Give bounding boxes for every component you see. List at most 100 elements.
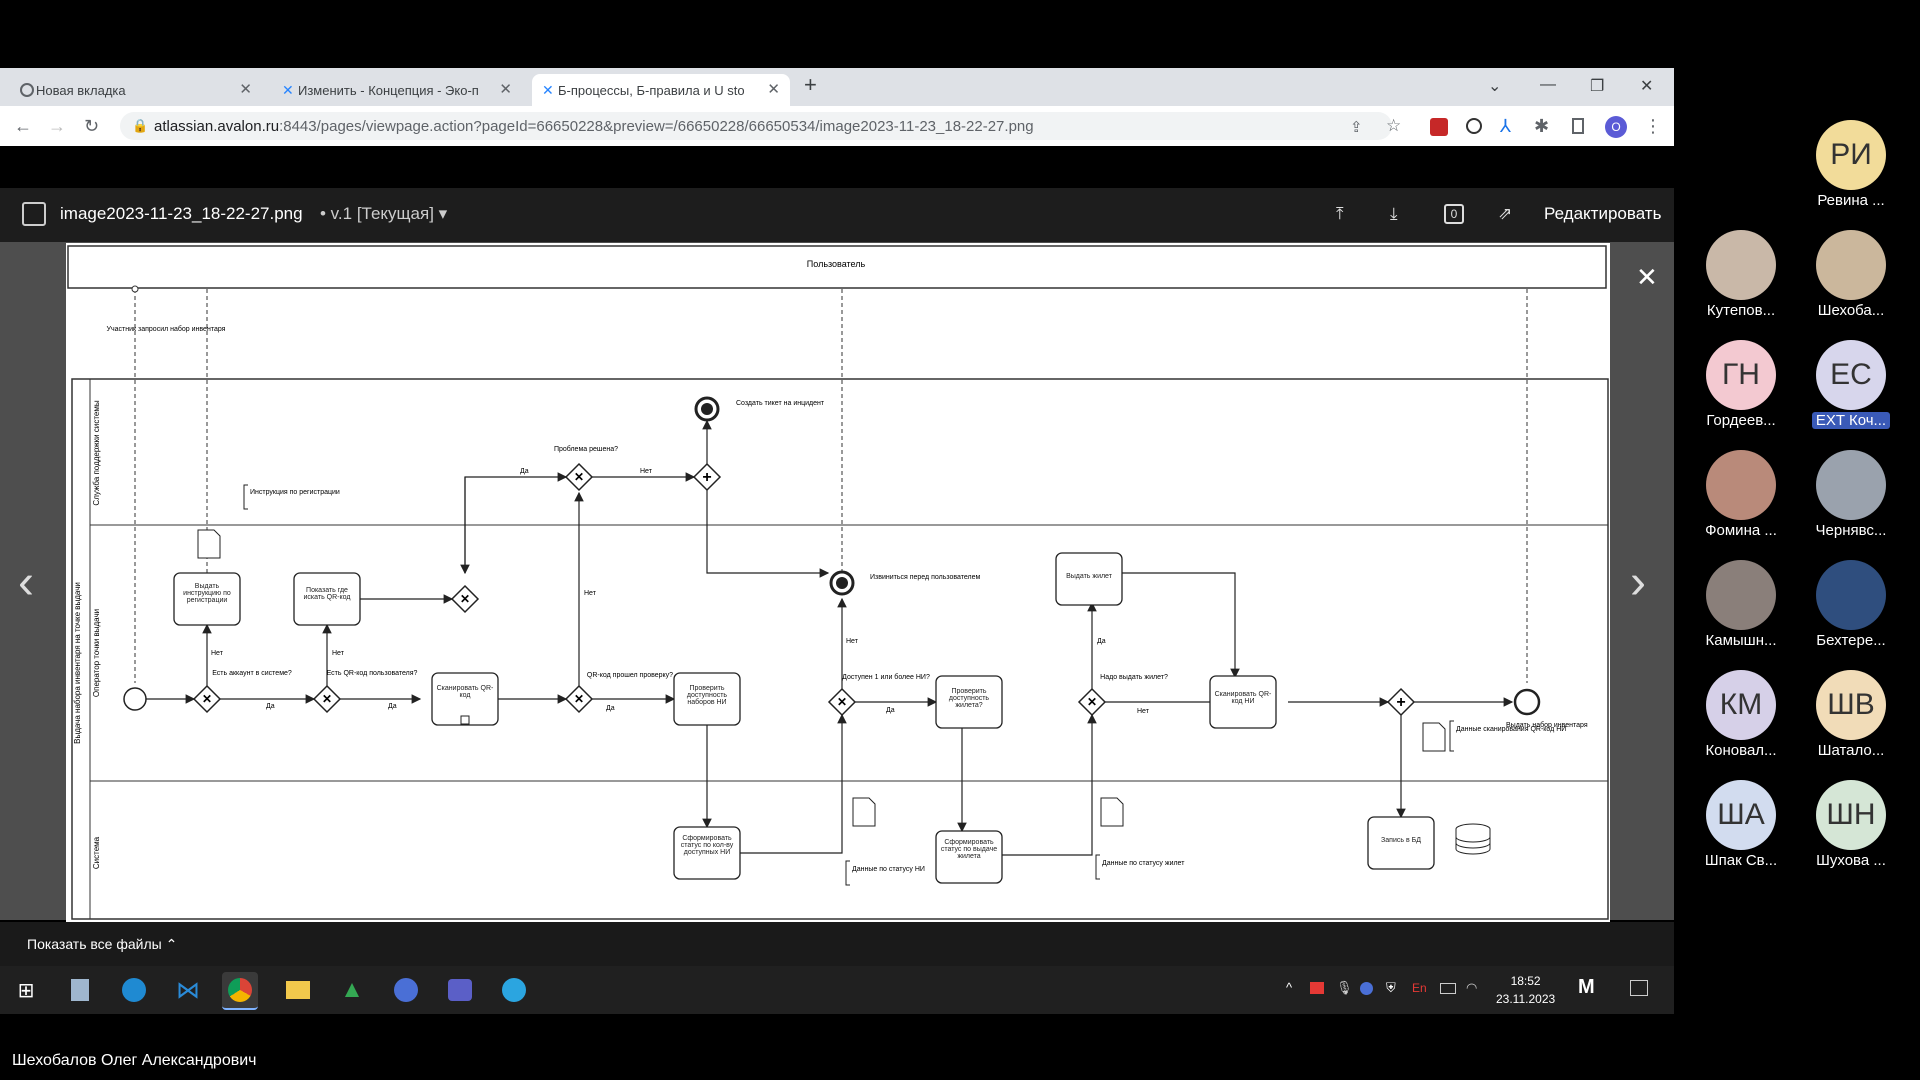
chrome-icon <box>20 83 34 97</box>
pool-user <box>67 245 1607 289</box>
extension-icon-3[interactable]: ⅄ <box>1500 116 1511 136</box>
tray-app-icon[interactable] <box>1310 982 1324 994</box>
app-icon[interactable] <box>388 972 424 1008</box>
reload-icon[interactable]: ↻ <box>84 116 100 136</box>
bpmn-diagram: Пользователь Выдача набора инвентаря на … <box>67 245 1609 920</box>
annotation-bracket <box>845 860 850 886</box>
telegram-icon[interactable] <box>496 972 532 1008</box>
lock-icon[interactable]: 🔒 <box>132 118 149 133</box>
close-viewer-icon[interactable]: ✕ <box>1636 262 1658 292</box>
extensions-puzzle-icon[interactable]: ✱ <box>1534 116 1550 136</box>
participant-tile[interactable]: Камышн... <box>1686 560 1796 649</box>
close-tab-icon[interactable]: ✕ <box>767 81 780 98</box>
close-tab-icon[interactable]: ✕ <box>239 81 252 98</box>
vscode-icon[interactable]: ⋈ <box>176 976 200 1004</box>
participant-name: Кутепов... <box>1706 302 1776 319</box>
extension-icon-2[interactable] <box>1466 118 1482 134</box>
participant-tile[interactable]: РИ Ревина ... <box>1796 120 1906 209</box>
upload-icon[interactable]: ⤒ <box>1336 204 1344 223</box>
participant-tile[interactable]: ШН Шухова ... <box>1796 780 1906 869</box>
participant-tile[interactable]: Бехтере... <box>1796 560 1906 649</box>
notepad-icon[interactable] <box>62 972 98 1008</box>
download-icon[interactable]: ⤓ <box>1390 204 1398 223</box>
windows-start-icon[interactable]: ⊞ <box>17 979 35 1002</box>
share-icon[interactable]: ⇪ <box>1350 119 1363 136</box>
extension-icon[interactable] <box>1430 118 1448 136</box>
next-image-arrow[interactable]: › <box>1630 556 1646 609</box>
avatar <box>1706 450 1776 520</box>
participant-tile[interactable]: Шехоба... <box>1796 230 1906 319</box>
restore-button[interactable]: ❐ <box>1590 78 1605 95</box>
svg-text:Проблема решена?: Проблема решена? <box>554 445 618 453</box>
battery-icon[interactable] <box>1440 983 1456 994</box>
participant-tile[interactable]: Чернявс... <box>1796 450 1906 539</box>
lane-operator-label: Оператор точки выдачи <box>92 609 101 697</box>
tab-edit-concept[interactable]: ✕ Изменить - Концепция - Эко-п ✕ <box>272 74 522 106</box>
event-ticket-label: Создать тикет на инцидент <box>736 400 825 407</box>
close-tab-icon[interactable]: ✕ <box>499 81 512 98</box>
previous-image-arrow[interactable]: ‹ <box>18 556 34 609</box>
share-file-icon[interactable]: ⇗ <box>1498 204 1513 223</box>
viewer-header <box>0 188 1674 242</box>
participant-tile[interactable]: ШВ Шатало... <box>1796 670 1906 759</box>
event-apologize-label: Извиниться перед пользователем <box>870 574 981 581</box>
confluence-icon: ✕ <box>542 82 554 98</box>
version-dropdown[interactable]: • v.1 [Текущая] ▾ <box>320 204 448 223</box>
show-all-files-button[interactable]: Показать все файлы ⌃ <box>27 936 178 952</box>
tab-new[interactable]: Новая вкладка ✕ <box>10 74 262 106</box>
participant-name: Гордеев... <box>1706 412 1776 429</box>
svg-text:Нет: Нет <box>1137 708 1150 715</box>
language-indicator[interactable]: En <box>1412 981 1427 995</box>
notifications-icon[interactable] <box>1630 980 1648 996</box>
edge-icon[interactable] <box>116 972 152 1008</box>
participant-name: Шпак Св... <box>1704 852 1778 869</box>
edit-button[interactable]: Редактировать <box>1544 204 1662 223</box>
address-bar[interactable] <box>120 112 1392 140</box>
windows-taskbar <box>0 966 1674 1014</box>
url-path: :8443/pages/viewpage.action?pageId=66650… <box>279 118 1034 135</box>
task-labels: Выдать инструкцию по регистрации Показат… <box>183 573 1421 860</box>
svg-text:Есть аккаунт в системе?: Есть аккаунт в системе? <box>212 670 292 677</box>
avatar: ШВ <box>1816 670 1886 740</box>
doc-instructions-label: Инструкция по регистрации <box>250 489 340 496</box>
data-status-ni-label: Данные по статусу НИ <box>852 866 925 873</box>
participant-tile[interactable]: ЕС EXT Коч... <box>1796 340 1906 434</box>
participant-tile[interactable]: Фомина ... <box>1686 450 1796 539</box>
profile-avatar[interactable]: O <box>1605 116 1627 138</box>
taskbar-clock[interactable]: 18:52 23.11.2023 <box>1496 972 1555 1008</box>
avatar <box>1816 560 1886 630</box>
annotation-bracket <box>243 484 248 510</box>
comments-icon[interactable]: 0 <box>1444 204 1464 224</box>
microphone-icon[interactable]: 🎙 <box>1336 980 1353 995</box>
tab-search-icon[interactable]: ⌄ <box>1488 78 1502 95</box>
participant-name: Шехоба... <box>1817 302 1885 319</box>
svg-text:Да: Да <box>266 703 275 710</box>
tray-overflow-icon[interactable]: ^ <box>1286 980 1293 995</box>
message-source <box>131 285 139 293</box>
participant-tile[interactable]: ГН Гордеев... <box>1686 340 1796 429</box>
menu-kebab-icon[interactable]: ⋮ <box>1644 116 1662 136</box>
side-panel-icon[interactable] <box>1572 118 1584 134</box>
minimize-button[interactable]: — <box>1540 76 1556 93</box>
meet-icon[interactable]: M <box>1578 976 1595 998</box>
back-icon[interactable]: ← <box>14 116 32 136</box>
wifi-icon[interactable]: ◠ <box>1466 980 1478 995</box>
participant-name: Ревина ... <box>1817 192 1885 209</box>
defender-icon[interactable]: ⛨ <box>1386 980 1396 995</box>
pool-issue <box>71 378 1609 920</box>
tab-processes[interactable]: ✕ Б-процессы, Б-правила и U sto ✕ <box>532 74 790 106</box>
tray-app-icon-2[interactable] <box>1360 982 1373 995</box>
forward-icon[interactable]: → <box>48 116 66 136</box>
svg-text:✕: ✕ <box>574 470 584 484</box>
participant-tile[interactable]: КМ Коновал... <box>1686 670 1796 759</box>
participant-tile[interactable]: ША Шпак Св... <box>1686 780 1796 869</box>
participant-tile[interactable]: Кутепов... <box>1686 230 1796 319</box>
bookmark-star-icon[interactable]: ☆ <box>1386 116 1402 135</box>
google-drive-icon[interactable]: ▲ <box>340 976 364 1003</box>
teams-icon[interactable] <box>442 972 478 1008</box>
close-window-button[interactable]: ✕ <box>1640 78 1654 95</box>
new-tab-button[interactable]: + <box>804 72 817 97</box>
file-explorer-icon[interactable] <box>280 972 316 1008</box>
chrome-taskbar-icon[interactable] <box>222 972 258 1010</box>
url-text[interactable]: atlassian.avalon.ru:8443/pages/viewpage.… <box>154 118 1034 135</box>
